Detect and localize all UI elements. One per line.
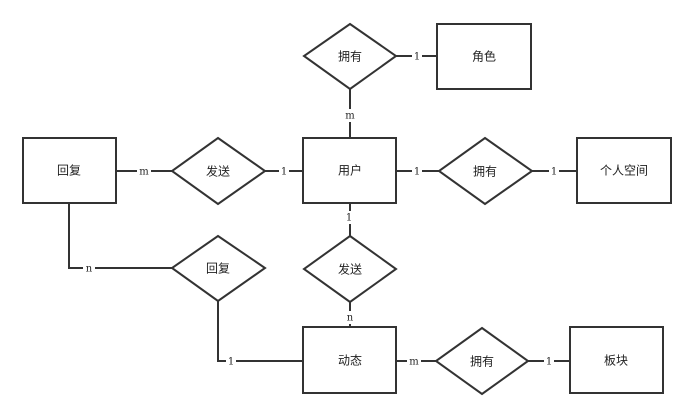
cardinality-reply-user-reply: m xyxy=(139,167,149,178)
entity-reply-label: 回复 xyxy=(57,164,81,178)
entity-user[interactable]: 用户 xyxy=(302,137,397,204)
cardinality-post-board-board: 1 xyxy=(546,357,552,368)
cardinality-reply-post-reply: n xyxy=(86,264,93,275)
relationship-reply-user[interactable]: 发送 xyxy=(170,136,267,206)
entity-user-label: 用户 xyxy=(338,163,362,178)
cardinality-user-post-post: n xyxy=(347,313,354,324)
entity-personal-space[interactable]: 个人空间 xyxy=(576,137,672,204)
entity-post[interactable]: 动态 xyxy=(302,326,397,394)
cardinality-labels: 1 m m 1 1 1 n 1 1 n m 1 xyxy=(83,50,559,368)
relationship-user-post-label: 发送 xyxy=(338,262,362,277)
entity-personal-space-label: 个人空间 xyxy=(600,164,648,178)
line-reply-to-reply-diamond xyxy=(68,203,172,269)
entity-role[interactable]: 角色 xyxy=(436,23,532,90)
entity-board[interactable]: 板块 xyxy=(569,326,664,394)
cardinality-user-post-user: 1 xyxy=(346,213,352,224)
line-reply-diamond-to-post xyxy=(217,301,303,362)
entity-reply[interactable]: 回复 xyxy=(22,137,117,204)
cardinality-user-space-user: 1 xyxy=(414,167,420,178)
relationship-user-space-label: 拥有 xyxy=(473,165,497,179)
relationship-user-role[interactable]: 拥有 xyxy=(302,22,398,91)
relationship-post-board-label: 拥有 xyxy=(470,355,494,369)
cardinality-post-board-post: m xyxy=(409,357,419,368)
cardinality-reply-user-user: 1 xyxy=(281,167,287,178)
entity-board-label: 板块 xyxy=(604,354,628,368)
cardinality-user-space-space: 1 xyxy=(551,167,557,178)
relationship-reply-post[interactable]: 回复 xyxy=(170,234,267,303)
entity-role-label: 角色 xyxy=(472,50,496,64)
relationship-user-space[interactable]: 拥有 xyxy=(437,136,534,206)
connections xyxy=(68,55,577,362)
relationship-user-role-label: 拥有 xyxy=(338,50,362,64)
cardinality-user-role-role: 1 xyxy=(414,52,420,63)
relationship-user-post[interactable]: 发送 xyxy=(302,234,398,304)
cardinality-reply-post-post: 1 xyxy=(228,357,234,368)
cardinality-user-role-user: m xyxy=(345,111,355,122)
entity-post-label: 动态 xyxy=(338,354,362,368)
relationship-post-board[interactable]: 拥有 xyxy=(434,326,530,396)
relationship-reply-user-label: 发送 xyxy=(206,164,230,179)
relationship-reply-post-label: 回复 xyxy=(206,262,230,276)
